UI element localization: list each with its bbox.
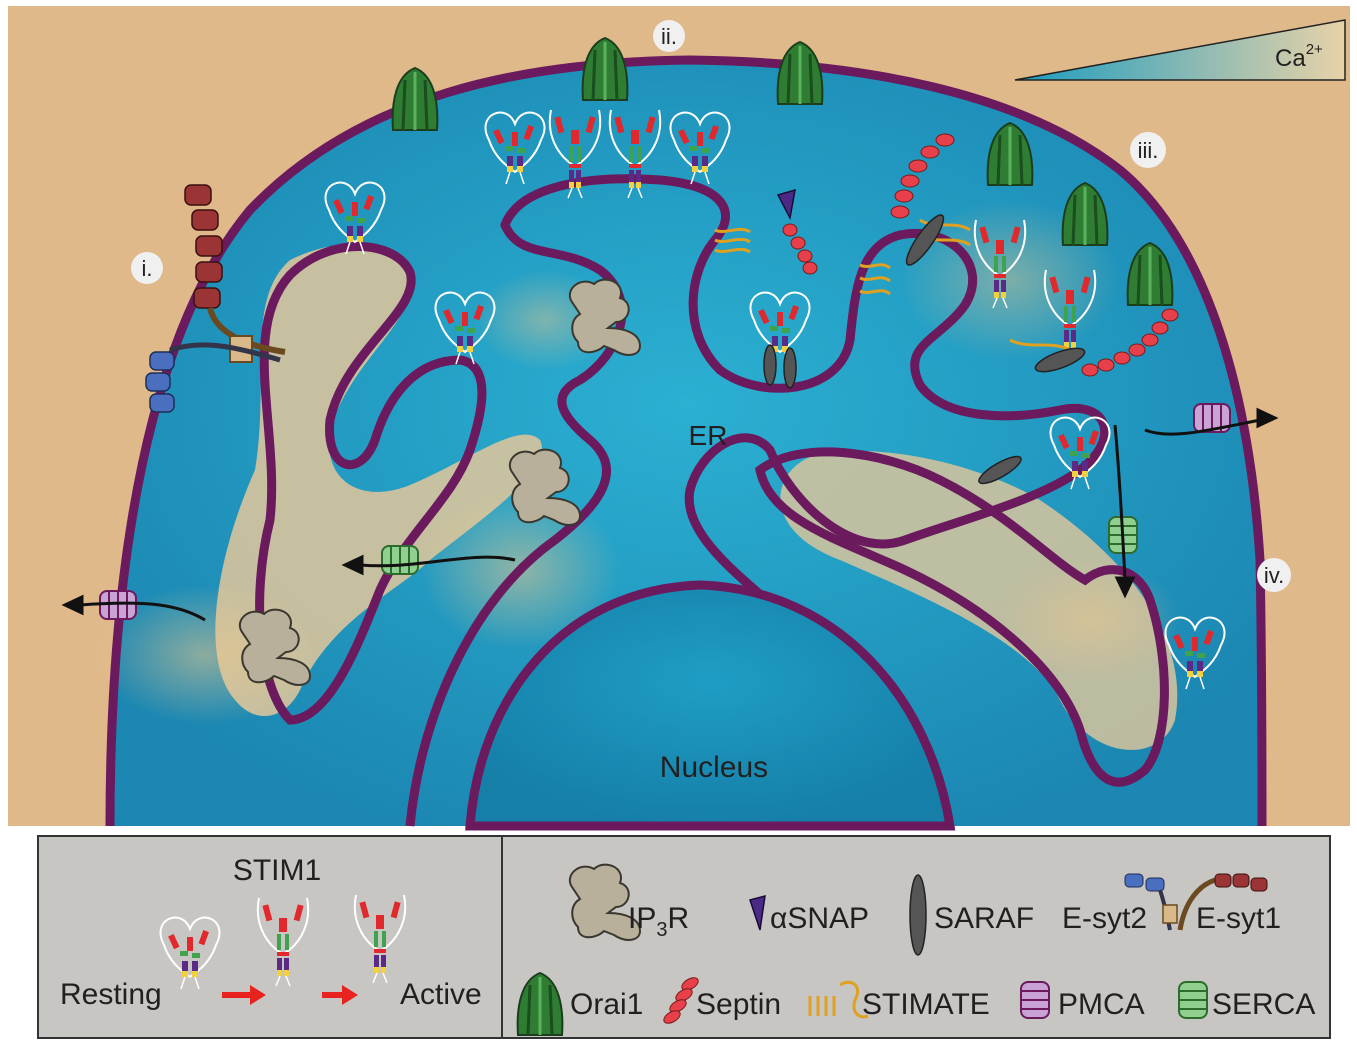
legend-stim1-title: STIM1 [233,854,321,887]
er-label: ER [689,420,728,451]
legend-serca-label: SERCA [1212,988,1315,1021]
legend-resting-label: Resting [60,978,162,1011]
legend-esyt1-label: E-syt1 [1196,902,1281,935]
marker-i: i. [131,252,163,284]
legend-stimate-label: STIMATE [862,988,990,1021]
svg-text:iv.: iv. [1264,563,1284,588]
legend-orai1-label: Orai1 [570,988,643,1021]
svg-text:ii.: ii. [661,24,677,49]
marker-iii: iii. [1130,132,1166,168]
nucleus-label: Nucleus [660,751,768,784]
legend-active-label: Active [400,978,482,1011]
legend-esyt2-label: E-syt2 [1062,902,1147,935]
marker-iv: iv. [1257,558,1291,592]
legend-septin-label: Septin [696,988,781,1021]
legend-serca-icon [1179,982,1207,1018]
serca-pump [382,546,418,574]
legend-pmca-label: PMCA [1058,988,1145,1021]
legend-saraf-label: SARAF [934,902,1034,935]
svg-text:i.: i. [142,256,153,281]
svg-text:iii.: iii. [1138,138,1159,163]
marker-ii: ii. [653,20,685,52]
legend-asnap-label: αSNAP [770,902,869,935]
legend-pmca-icon [1021,982,1049,1018]
legend-saraf-icon [910,875,926,955]
